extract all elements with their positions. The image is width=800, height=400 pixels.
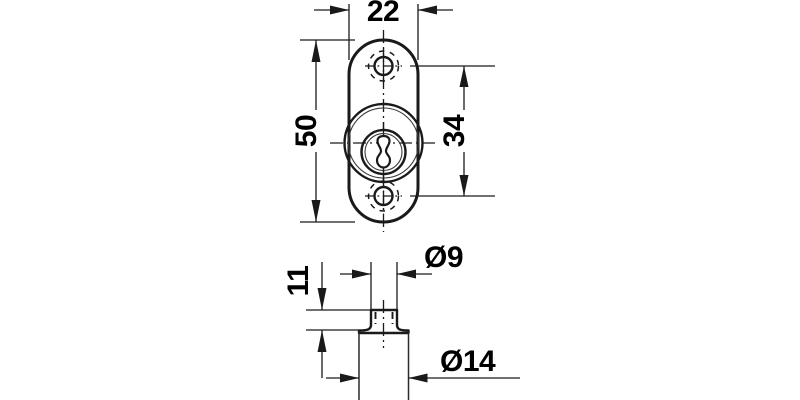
dim-label-width-22: 22 bbox=[367, 0, 399, 28]
dim-label-bg-34 bbox=[444, 110, 484, 152]
arrow-height-11 bbox=[317, 288, 327, 310]
arrow-width-left bbox=[330, 5, 349, 15]
dim-label-screw-34: 34 bbox=[438, 114, 471, 147]
arrow-flange-up bbox=[317, 330, 327, 352]
arrow-dia14-left bbox=[340, 373, 359, 383]
dim-label-dia-14: Ø14 bbox=[440, 345, 496, 378]
section-view: Ø9 11 Ø14 bbox=[282, 241, 520, 400]
arrow-height-bottom bbox=[311, 200, 321, 222]
arrow-screw-bottom bbox=[459, 175, 469, 196]
keyhole-icon bbox=[375, 134, 392, 169]
arrow-dia14-right bbox=[408, 373, 428, 383]
dim-label-height-50: 50 bbox=[290, 115, 323, 147]
dim-label-bg-50 bbox=[296, 110, 336, 152]
arrow-dia9-right bbox=[397, 269, 416, 279]
arrow-dia9-left bbox=[352, 269, 371, 279]
arrow-screw-top bbox=[459, 66, 469, 87]
screw-hole-top bbox=[365, 48, 402, 84]
dim-label-height-11: 11 bbox=[282, 266, 315, 297]
arrow-width-right bbox=[418, 5, 437, 15]
screw-hole-bottom bbox=[365, 178, 402, 214]
bushing-neck-walls bbox=[369, 308, 399, 327]
front-view: 22 50 34 bbox=[290, 0, 495, 232]
dim-label-dia-9: Ø9 bbox=[424, 241, 463, 274]
arrow-height-top bbox=[311, 40, 321, 62]
